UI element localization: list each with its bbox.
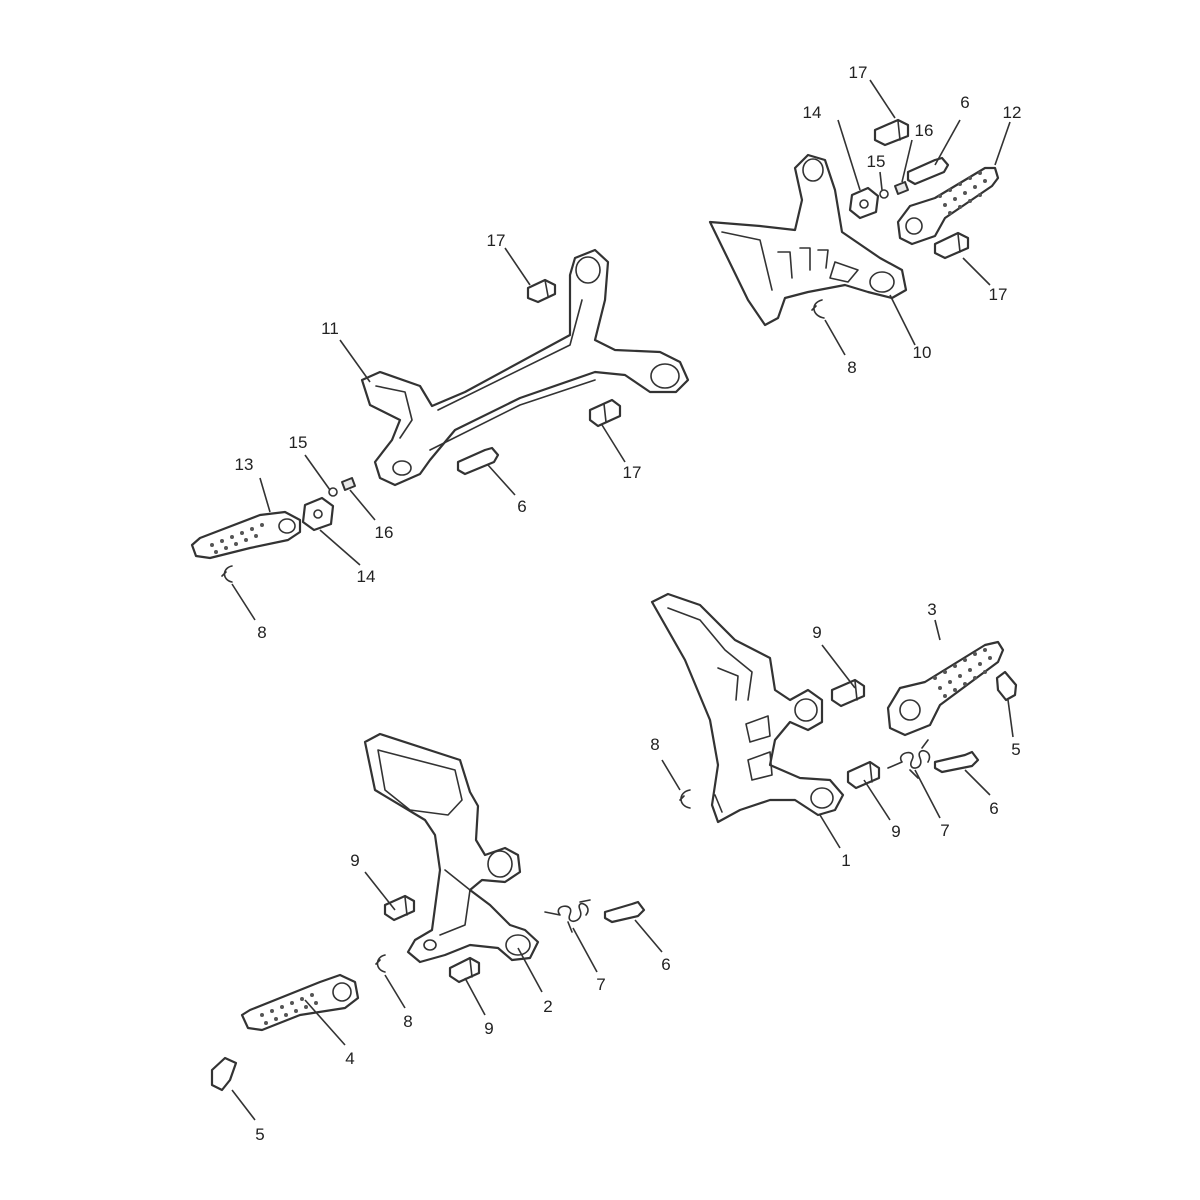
footpeg-13	[190, 510, 302, 560]
pin-6-upper-left	[456, 446, 500, 476]
ring-15-upper-right	[879, 189, 889, 199]
rider-hanger-right	[650, 592, 845, 824]
passenger-hanger-left	[360, 248, 690, 487]
callout-2: 2	[543, 997, 552, 1016]
spring-16-upper-right	[894, 181, 909, 195]
callout-5-left: 5	[255, 1125, 264, 1144]
callout-6-upper-left: 6	[517, 497, 526, 516]
callout-labels: 1 2 3 4 5 5 6 6 6 6 7 7 8 8 8 8 9 9 9 9 …	[235, 63, 1022, 1144]
clip-8-upper-right	[811, 299, 825, 319]
spring-16-upper-left	[341, 477, 356, 491]
footpeg-4	[240, 973, 360, 1032]
callout-11: 11	[321, 319, 339, 338]
bolt-9-left-upper	[383, 894, 416, 922]
pin-6-top	[906, 156, 950, 186]
bolt-9-mid	[846, 760, 881, 790]
spring-7-left	[544, 899, 591, 933]
callout-8-left: 8	[403, 1012, 412, 1031]
callout-17-upper-left: 17	[487, 231, 506, 250]
callout-5-right: 5	[1011, 740, 1020, 759]
screw-5-right	[995, 670, 1018, 702]
callout-4: 4	[345, 1049, 354, 1068]
bolt-9-left-lower	[448, 956, 481, 984]
callout-12: 12	[1003, 103, 1022, 122]
callout-14-upper-left: 14	[357, 567, 376, 586]
leader-lines	[231, 79, 1014, 1121]
spring-7-right	[887, 739, 931, 779]
callout-17-mid: 17	[623, 463, 642, 482]
callout-8-right: 8	[650, 735, 659, 754]
ring-15-upper-left	[328, 487, 338, 497]
callout-6-right: 6	[989, 799, 998, 818]
clip-8-left	[375, 954, 386, 973]
callout-8-upper-left: 8	[257, 623, 266, 642]
adjuster-14-upper-right	[848, 186, 880, 220]
callout-17-right: 17	[989, 285, 1008, 304]
footpeg-12	[896, 166, 1000, 246]
callout-15-upper-left: 15	[289, 433, 308, 452]
bolt-17-right	[933, 231, 970, 260]
callout-16-upper-left: 16	[375, 523, 394, 542]
callout-9-left-upper: 9	[350, 851, 359, 870]
passenger-hanger-right	[708, 153, 908, 327]
screw-5-left	[210, 1056, 238, 1092]
callout-7-left: 7	[596, 975, 605, 994]
bolt-9-upper	[830, 678, 866, 708]
clip-8-right	[679, 789, 691, 809]
clip-8-upper-left	[221, 565, 233, 583]
callout-9-left-lower: 9	[484, 1019, 493, 1038]
callout-1: 1	[841, 851, 850, 870]
callout-3: 3	[927, 600, 936, 619]
rider-hanger-left	[363, 732, 540, 964]
bolt-17-mid	[588, 398, 622, 428]
callout-9-mid: 9	[891, 822, 900, 841]
bolt-17-top	[873, 118, 910, 147]
callout-17-top: 17	[849, 63, 868, 82]
callout-13: 13	[235, 455, 254, 474]
callout-10: 10	[913, 343, 932, 362]
pin-6-right	[933, 750, 980, 774]
footpeg-3	[886, 640, 1005, 737]
callout-6-top: 6	[960, 93, 969, 112]
callout-8-upper-right: 8	[847, 358, 856, 377]
callout-9-upper: 9	[812, 623, 821, 642]
adjuster-14-upper-left	[301, 496, 335, 532]
callout-7-right: 7	[940, 821, 949, 840]
bolt-17-upper-left	[526, 278, 557, 304]
callout-14-upper-right: 14	[803, 103, 822, 122]
pin-6-lower-left	[603, 900, 646, 924]
callout-6-lower: 6	[661, 955, 670, 974]
callout-15-upper-right: 15	[867, 152, 886, 171]
callout-16-upper-right: 16	[915, 121, 934, 140]
